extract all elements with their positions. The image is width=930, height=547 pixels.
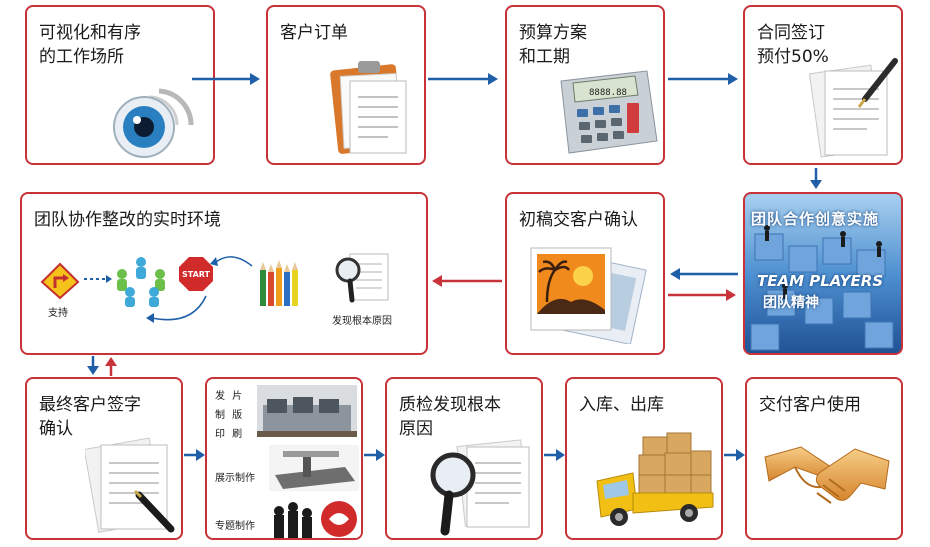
- step-team-environment: 团队协作整改的实时环境 支持 START: [20, 192, 428, 355]
- arrow-right: [668, 73, 738, 85]
- engraving-machine-image: [269, 445, 359, 491]
- display-making-label: 展示制作: [215, 473, 255, 484]
- road-sign-icon: [40, 262, 80, 300]
- pencils-icon: [260, 260, 298, 306]
- document-pen-icon: [85, 437, 175, 533]
- team-people-icon: [117, 257, 165, 307]
- step-title: 最终客户签字 确认: [39, 395, 141, 439]
- step-title: 客户订单: [280, 23, 348, 43]
- root-cause-label: 发现根本原因: [332, 316, 392, 327]
- step-final-signature: 最终客户签字 确认: [25, 377, 183, 540]
- printing-press-image: [257, 385, 357, 437]
- team-spirit-text: 团队精神: [763, 295, 819, 311]
- clipboard-icon: [330, 61, 407, 154]
- arrow-up-red: [105, 357, 117, 376]
- step-contract: 合同签订 预付50%: [743, 5, 903, 165]
- document-pen-icon: [808, 58, 898, 158]
- step-title: 质检发现根本 原因: [399, 395, 501, 439]
- print-plate-label: 发 片 制 版 印 刷: [215, 391, 245, 440]
- step-draft-confirm: 初稿交客户确认: [505, 192, 665, 355]
- step-qc-root-cause: 质检发现根本 原因: [385, 377, 543, 540]
- arrow-right: [724, 449, 745, 461]
- start-sign-icon: START: [179, 257, 213, 291]
- arrow-down: [810, 168, 822, 189]
- arrow-right-red: [668, 289, 736, 301]
- truck-icon: [596, 432, 714, 526]
- team-photo: 团队合作创意实施 TEAM PLAYERS 团队精神: [743, 192, 903, 355]
- arrow-right: [364, 449, 385, 461]
- team-players-text: TEAM PLAYERS: [757, 272, 884, 290]
- step-delivery: 交付客户使用: [745, 377, 903, 540]
- step-title: 合同签订 预付50%: [757, 23, 829, 67]
- step-title: 入库、出库: [579, 395, 664, 415]
- step-warehouse: 入库、出库: [565, 377, 723, 540]
- start-label: START: [182, 270, 211, 279]
- arrow-right: [428, 73, 498, 85]
- magnifier-document-icon: [335, 253, 389, 303]
- silhouettes-image: [269, 497, 361, 538]
- photo-icon: [530, 247, 647, 344]
- step-title: 初稿交客户确认: [519, 210, 638, 230]
- calculator-display: 8888.88: [589, 88, 627, 98]
- step-title: 团队协作整改的实时环境: [34, 210, 221, 230]
- step-title: 交付客户使用: [759, 395, 861, 415]
- arrow-right: [184, 449, 205, 461]
- step-title: 可视化和有序 的工作场所: [39, 23, 141, 67]
- team-photo-top-text: 团队合作创意实施: [751, 210, 880, 228]
- puzzle-background: [745, 194, 901, 353]
- dotted-arrow: [84, 275, 112, 283]
- step-title: 预算方案 和工期: [519, 23, 587, 67]
- magnifier-document-icon: [430, 439, 530, 536]
- arrow-left-blue: [670, 268, 738, 280]
- step-visual-workplace: 可视化和有序 的工作场所: [25, 5, 215, 165]
- support-label: 支持: [48, 308, 68, 319]
- cycle-arrow: [146, 256, 253, 323]
- calculator-icon: 8888.88: [560, 70, 658, 154]
- special-making-label: 专题制作: [215, 521, 255, 532]
- step-budget-schedule: 预算方案 和工期 8888.88: [505, 5, 665, 165]
- arrow-left-red: [432, 275, 502, 287]
- arrow-right: [192, 73, 260, 85]
- step-customer-order: 客户订单: [266, 5, 426, 165]
- arrow-down-blue: [87, 356, 99, 375]
- step-production: 发 片 制 版 印 刷 展示制作 专题制作: [205, 377, 363, 540]
- arrow-right: [544, 449, 565, 461]
- handshake-icon: [764, 446, 890, 504]
- eye-icon: [113, 88, 194, 158]
